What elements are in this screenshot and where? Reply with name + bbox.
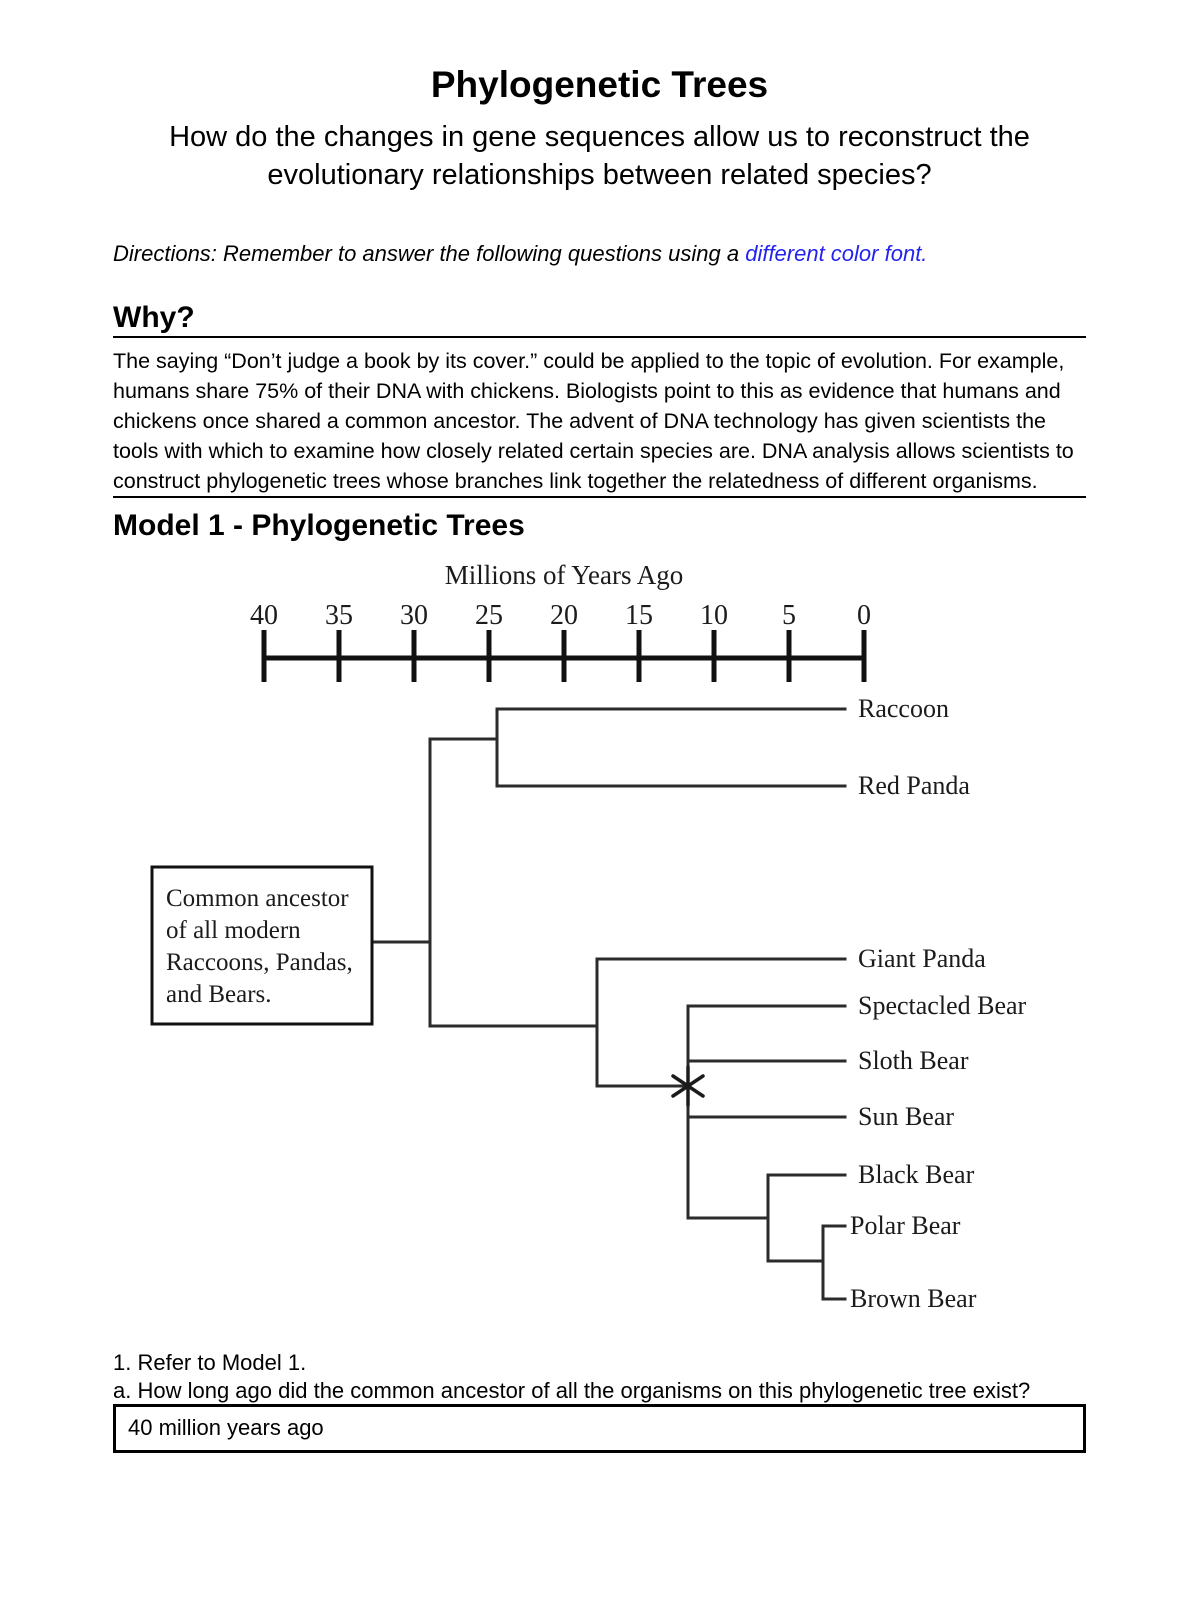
tick-label-30: 30 — [400, 600, 428, 631]
divider-top — [113, 336, 1086, 338]
taxon-label-sloth-bear: Sloth Bear — [858, 1046, 969, 1075]
tick-label-10: 10 — [700, 600, 728, 631]
ancestor-box-border — [150, 865, 374, 1026]
directions-line: Directions: Remember to answer the follo… — [113, 241, 1086, 266]
tree-branches — [370, 707, 847, 1301]
ancestor-box-line-2: of all modern — [166, 917, 301, 944]
star-node-marker — [671, 1065, 705, 1107]
taxon-label-sun-bear: Sun Bear — [858, 1102, 954, 1131]
ancestor-box-line-3: Raccoons, Pandas, — [166, 949, 353, 976]
ancestor-box: Common ancestor of all modern Raccoons, … — [150, 865, 374, 1026]
directions-text: Directions: Remember to answer the follo… — [113, 241, 746, 266]
taxon-label-giant-panda: Giant Panda — [858, 944, 986, 973]
tick-label-15: 15 — [625, 600, 653, 631]
ancestor-box-line-1: Common ancestor — [166, 885, 349, 912]
branch-lines — [370, 707, 847, 1301]
model1-heading: Model 1 - Phylogenetic Trees — [113, 509, 525, 542]
phylogenetic-tree-figure: Millions of Years Ago 40 35 30 25 20 15 … — [150, 560, 1027, 1313]
star-arm-diagonal-2 — [671, 1074, 705, 1098]
taxon-label-black-bear: Black Bear — [858, 1160, 975, 1189]
taxon-label-polar-bear: Polar Bear — [850, 1211, 961, 1240]
taxon-label-brown-bear: Brown Bear — [850, 1284, 977, 1313]
question-1a: a. How long ago did the common ancestor … — [113, 1378, 1031, 1403]
answer-box-1a[interactable]: 40 million years ago — [113, 1404, 1086, 1453]
tick-label-25: 25 — [475, 600, 503, 631]
tick-label-20: 20 — [550, 600, 578, 631]
tick-label-35: 35 — [325, 600, 353, 631]
tick-label-0: 0 — [857, 600, 871, 631]
taxa-labels: Raccoon Red Panda Giant Panda Spectacled… — [850, 694, 1027, 1313]
tick-label-40: 40 — [250, 600, 278, 631]
page-title: Phylogenetic Trees — [430, 64, 769, 105]
time-axis: Millions of Years Ago 40 35 30 25 20 15 … — [250, 560, 871, 682]
why-paragraph: The saying “Don’t judge a book by its co… — [113, 349, 1074, 493]
taxon-label-raccoon: Raccoon — [858, 694, 949, 723]
directions-highlight: different color font. — [745, 241, 928, 266]
why-heading: Why? — [113, 301, 195, 334]
divider-bottom — [113, 496, 1086, 498]
page-subtitle: How do the changes in gene sequences all… — [113, 118, 1086, 194]
axis-title: Millions of Years Ago — [445, 560, 684, 590]
taxon-label-spectacled-bear: Spectacled Bear — [858, 991, 1027, 1020]
subtitle-line-2: evolutionary relationships between relat… — [267, 159, 932, 191]
axis-ticks — [261, 630, 867, 682]
tick-label-5: 5 — [782, 600, 796, 631]
ancestor-box-line-4: and Bears. — [166, 981, 272, 1008]
taxon-label-red-panda: Red Panda — [858, 771, 970, 800]
subtitle-line-1: How do the changes in gene sequences all… — [169, 121, 1030, 153]
answer-text-1a[interactable]: 40 million years ago — [128, 1415, 324, 1440]
question-1: 1. Refer to Model 1. — [113, 1350, 307, 1375]
